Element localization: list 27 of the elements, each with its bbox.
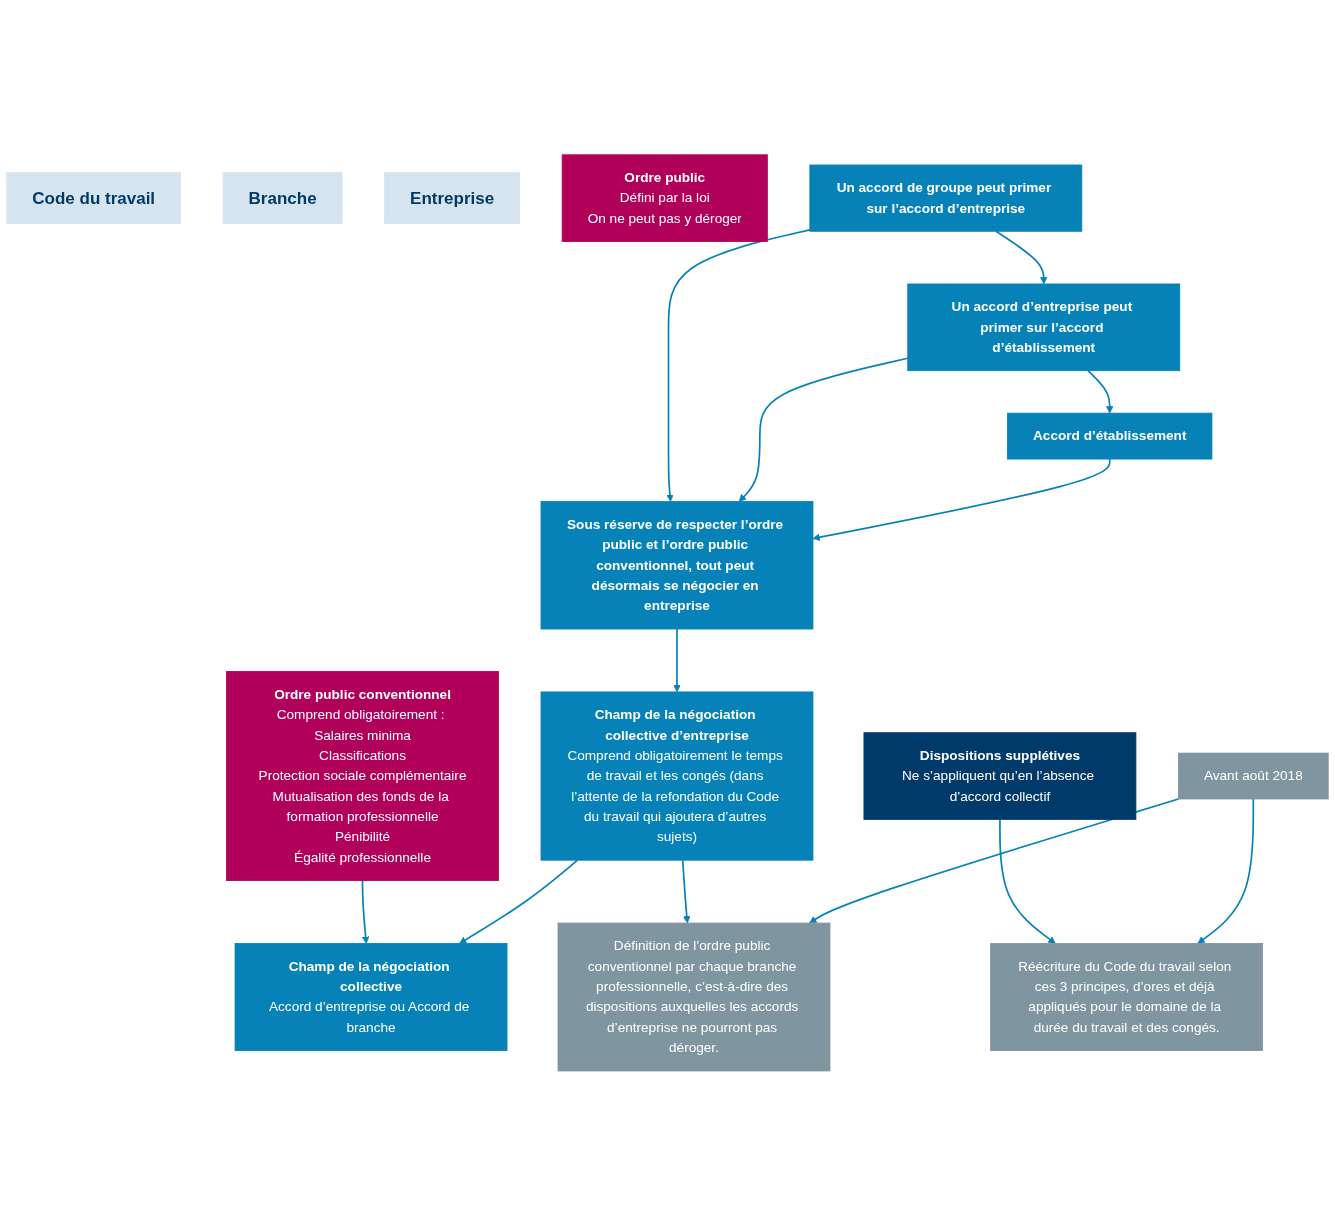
arrow [361, 879, 370, 944]
node-box: Code du travail [6, 171, 181, 224]
node-box: Accord d’établissement [1007, 412, 1213, 460]
node-box: Un accord d’entreprise peut primer sur l’accord d’établissement [907, 283, 1181, 371]
arrow [459, 858, 579, 944]
node-box: Sous réserve de respecter l’ordre public et l’ordre public conventionnel, tout peut désormais se négocier en entreprise [540, 500, 814, 630]
node-box: Entreprise [384, 171, 521, 224]
arrow [1197, 797, 1255, 944]
arrow [999, 818, 1056, 944]
node-box: Ordre public conventionnel Comprend obligatoirement : Salaires minima Classifications Protection sociale complémentaire Mutualisation des fonds de la formation professionnelle Pénibilité Égalité professionnelle [226, 670, 499, 881]
arrow [666, 228, 811, 502]
arrow [1087, 369, 1114, 414]
arrow [812, 457, 1111, 541]
arrow [809, 797, 1180, 924]
arrow [738, 357, 909, 502]
node-box: Champ de la négociation collective d’entreprise Comprend obligatoirement le temps de travail et les congés (dans l’attente de la refondation du Code du travail qui ajoutera d’autres sujets) [540, 691, 814, 861]
node-box: Réécriture du Code du travail selon ces 3 principes, d’ores et déjà appliqués pour le domaine de la durée du travail et des congés. [990, 942, 1263, 1051]
node-box: Avant août 2018 [1178, 752, 1329, 800]
arrow [673, 627, 681, 692]
node-box: Dispositions supplétives Ne s’appliquent qu’en l’absence d’accord collectif [863, 731, 1137, 820]
node-box: Champ de la négociation collective Accord d’entreprise ou Accord de branche [234, 942, 508, 1051]
node-box: Ordre public Défini par la loi On ne peut pas y déroger [561, 154, 768, 242]
node-box: Branche [222, 171, 343, 224]
arrow [995, 230, 1048, 284]
node-box: Définition de l’ordre public conventionnel par chaque branche professionnelle, c’est-à-dire des dispositions auxquelles les accords d’entreprise ne pourront pas déroger. [557, 922, 831, 1071]
arrow [681, 858, 691, 924]
node-box: Un accord de groupe peut primer sur l’accord d’entreprise [809, 164, 1083, 232]
